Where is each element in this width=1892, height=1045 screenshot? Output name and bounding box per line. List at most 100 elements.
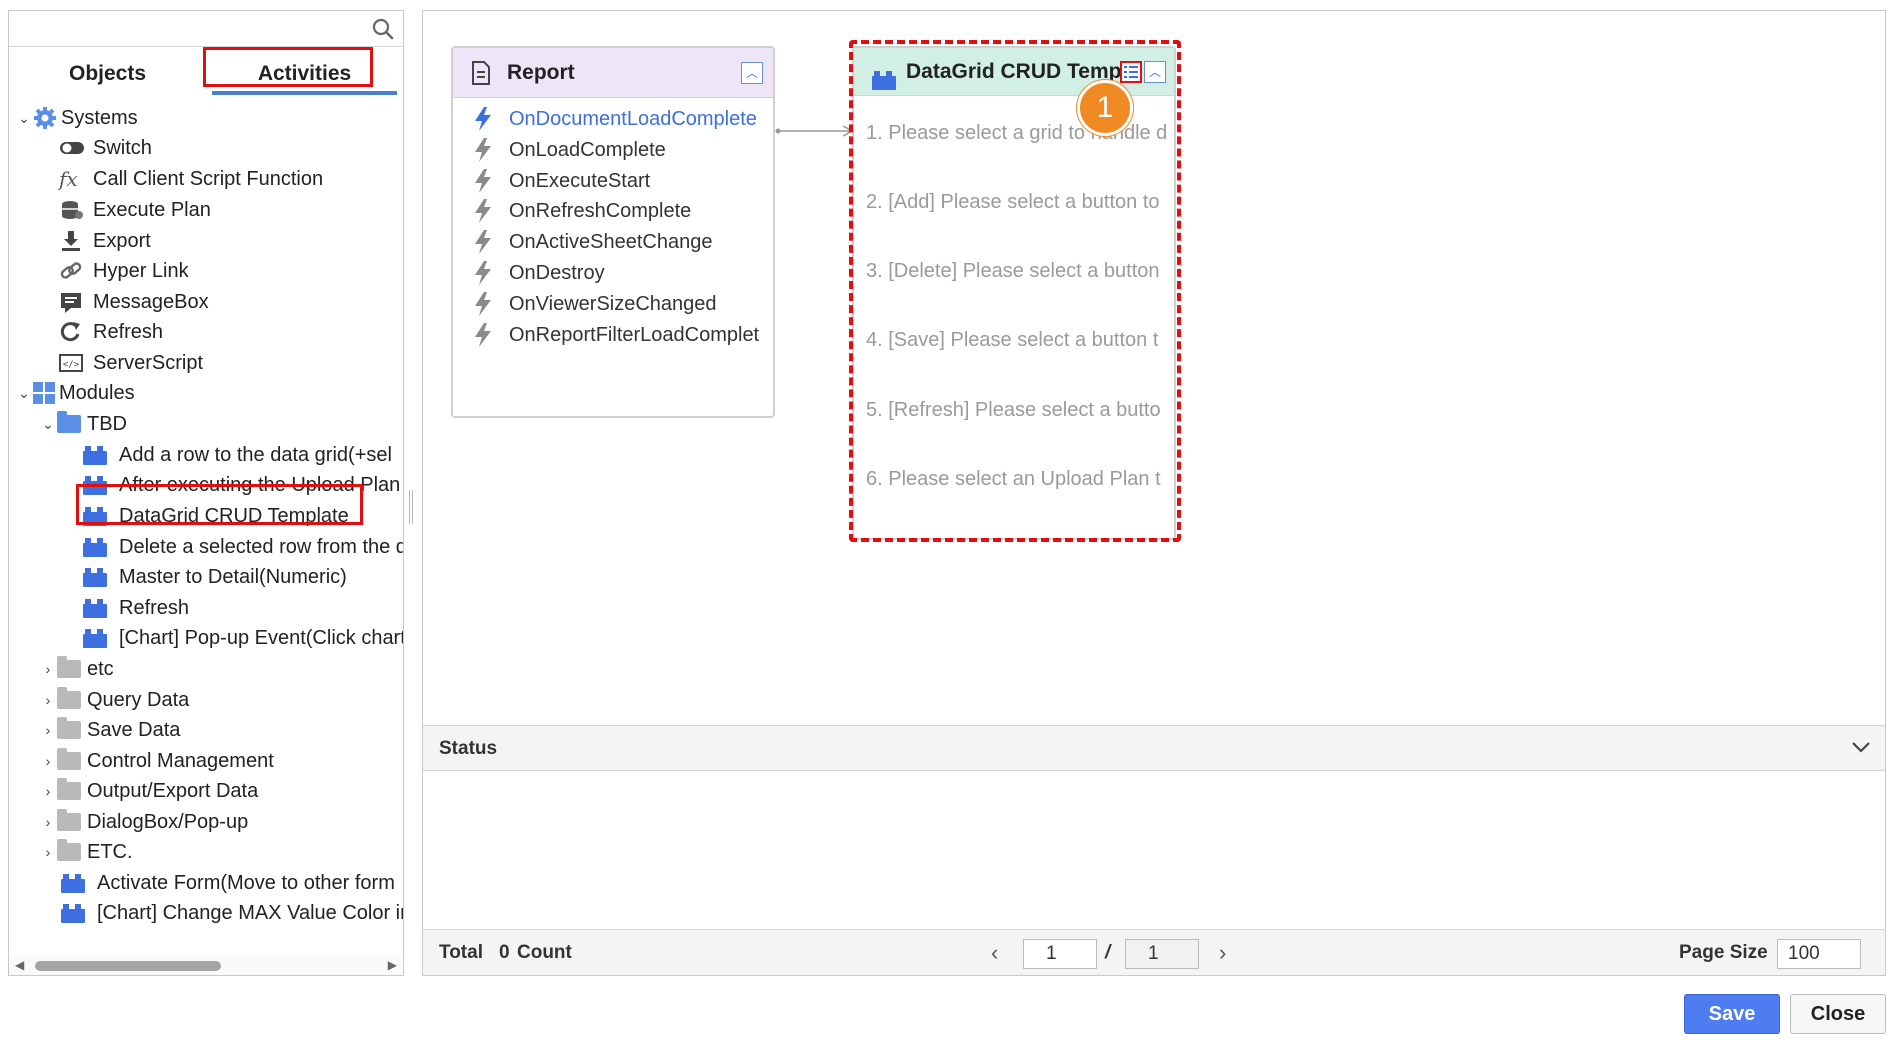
step-4[interactable]: 4. [Save] Please select a button t: [866, 329, 1159, 351]
folder-icon: [57, 809, 81, 831]
tree-item-switch[interactable]: Switch: [59, 133, 152, 163]
chevron-down-icon[interactable]: ⌄: [42, 416, 54, 432]
tree-item-messagebox[interactable]: MessageBox: [59, 287, 209, 317]
event-on-report-filter-load-complete[interactable]: OnReportFilterLoadComplet: [471, 320, 759, 350]
tree-item-datagrid-crud-template[interactable]: DataGrid CRUD Template: [83, 501, 349, 531]
chevron-down-icon[interactable]: ⌄: [18, 385, 30, 401]
tree-item-module[interactable]: Activate Form(Move to other form: [61, 868, 395, 898]
step-6[interactable]: 6. Please select an Upload Plan t: [866, 468, 1161, 490]
search-input[interactable]: [9, 11, 403, 47]
tree-item-module[interactable]: Delete a selected row from the d: [83, 532, 403, 562]
tab-objects[interactable]: Objects: [9, 51, 206, 97]
tree-node-tbd[interactable]: ⌄ TBD: [39, 409, 127, 439]
tree-node-systems[interactable]: ⌄ Systems: [15, 103, 138, 133]
report-card-header[interactable]: Report ︿: [453, 48, 773, 98]
event-on-document-load-complete[interactable]: OnDocumentLoadComplete: [471, 104, 757, 134]
tree-item-module[interactable]: After executing the Upload Plan: [83, 470, 400, 500]
chevron-down-icon[interactable]: ⌄: [18, 110, 30, 126]
scrollbar-thumb[interactable]: [35, 961, 221, 971]
tree-folder[interactable]: › ETC.: [39, 837, 133, 867]
tree-item-module[interactable]: [Chart] Pop-up Event(Click chart: [83, 623, 403, 653]
search-icon[interactable]: [371, 17, 395, 41]
save-button[interactable]: Save: [1684, 994, 1780, 1034]
tree-folder[interactable]: › Output/Export Data: [39, 776, 258, 806]
current-page-input[interactable]: 1: [1023, 939, 1097, 969]
svg-text:</>: </>: [63, 360, 80, 370]
collapse-button[interactable]: ︿: [741, 62, 763, 84]
tab-bar: Objects Activities: [9, 51, 403, 99]
folder-icon: [57, 656, 81, 678]
tree-folder[interactable]: › etc: [39, 654, 114, 684]
event-label: OnExecuteStart: [509, 170, 651, 192]
lightning-icon: [475, 199, 491, 223]
report-card[interactable]: Report ︿ OnDocumentLoadComplete OnLoadCo…: [451, 46, 775, 418]
prev-page-icon[interactable]: ‹: [991, 940, 999, 965]
tree-item-module[interactable]: Refresh: [83, 593, 189, 623]
list-settings-button[interactable]: [1120, 61, 1142, 83]
tree-item-hyper-link[interactable]: Hyper Link: [59, 256, 189, 286]
tree-item-module[interactable]: [Chart] Change MAX Value Color ir: [61, 898, 403, 928]
tree-folder-label: DialogBox/Pop-up: [87, 811, 249, 833]
chevron-right-icon[interactable]: ›: [45, 722, 51, 738]
step-5[interactable]: 5. [Refresh] Please select a butto: [866, 399, 1161, 421]
panel-splitter[interactable]: [409, 490, 413, 524]
folder-icon: [57, 778, 81, 800]
tree-folder[interactable]: › Save Data: [39, 715, 180, 745]
horizontal-scrollbar[interactable]: ◀ ▶: [9, 955, 403, 975]
event-label: OnDestroy: [509, 262, 605, 284]
close-button[interactable]: Close: [1790, 994, 1886, 1034]
tree-node-label: Modules: [59, 382, 135, 404]
callout-badge: 1: [1077, 80, 1133, 136]
tree-folder[interactable]: › DialogBox/Pop-up: [39, 807, 248, 837]
lightning-icon: [475, 261, 491, 285]
event-on-load-complete[interactable]: OnLoadComplete: [471, 135, 666, 165]
tree-item-execute-plan[interactable]: Execute Plan: [59, 195, 211, 225]
tree-item-export[interactable]: Export: [59, 226, 151, 256]
chevron-right-icon[interactable]: ›: [45, 753, 51, 769]
tree-folder[interactable]: › Query Data: [39, 685, 189, 715]
chevron-right-icon[interactable]: ›: [45, 661, 51, 677]
status-header[interactable]: Status: [423, 725, 1885, 771]
chevron-right-icon[interactable]: ›: [45, 692, 51, 708]
scroll-right-icon[interactable]: ▶: [387, 958, 397, 972]
tree-item-module[interactable]: Add a row to the data grid(+sel: [83, 440, 392, 470]
tree-item-serverscript[interactable]: </> ServerScript: [59, 348, 203, 378]
event-label: OnRefreshComplete: [509, 200, 692, 222]
next-page-icon[interactable]: ›: [1219, 940, 1227, 965]
chevron-right-icon[interactable]: ›: [45, 814, 51, 830]
event-on-refresh-complete[interactable]: OnRefreshComplete: [471, 196, 691, 226]
folder-icon: [57, 748, 81, 770]
tab-activities[interactable]: Activities: [206, 51, 403, 97]
tree-item-module[interactable]: Master to Detail(Numeric): [83, 562, 347, 592]
event-on-viewer-size-changed[interactable]: OnViewerSizeChanged: [471, 289, 717, 319]
report-card-title: Report: [507, 61, 575, 84]
tree-item-label: Execute Plan: [93, 199, 211, 221]
collapse-button[interactable]: ︿: [1144, 61, 1166, 83]
lightning-icon: [475, 107, 491, 131]
event-on-destroy[interactable]: OnDestroy: [471, 258, 605, 288]
tree-node-label: Systems: [61, 107, 138, 129]
tree-item-refresh[interactable]: Refresh: [59, 317, 163, 347]
tree-item-label: Call Client Script Function: [93, 168, 324, 190]
tree-folder[interactable]: › Control Management: [39, 746, 274, 776]
activity-panel: Objects Activities ⌄ Systems Switch fx C…: [8, 10, 404, 976]
page-size-input[interactable]: 100: [1777, 939, 1861, 969]
module-block-icon: [83, 599, 107, 618]
scroll-left-icon[interactable]: ◀: [15, 958, 25, 972]
lightning-icon: [475, 230, 491, 254]
event-on-active-sheet-change[interactable]: OnActiveSheetChange: [471, 227, 712, 257]
step-3[interactable]: 3. [Delete] Please select a button: [866, 260, 1160, 282]
chevron-right-icon[interactable]: ›: [45, 783, 51, 799]
folder-icon: [57, 411, 81, 433]
tree-item-call-client-script[interactable]: fx Call Client Script Function: [59, 164, 323, 194]
chevron-right-icon[interactable]: ›: [45, 844, 51, 860]
link-icon: [60, 262, 82, 279]
tree-item-label: Activate Form(Move to other form: [97, 872, 395, 894]
step-2[interactable]: 2. [Add] Please select a button to: [866, 191, 1160, 213]
chevron-down-icon[interactable]: [1851, 740, 1871, 754]
flow-canvas[interactable]: Report ︿ OnDocumentLoadComplete OnLoadCo…: [423, 11, 1885, 725]
tree-node-modules[interactable]: ⌄ Modules: [15, 378, 135, 408]
event-on-execute-start[interactable]: OnExecuteStart: [471, 166, 650, 196]
activity-tree: ⌄ Systems Switch fx Call Client Script F…: [9, 101, 403, 963]
database-icon: [62, 201, 83, 219]
